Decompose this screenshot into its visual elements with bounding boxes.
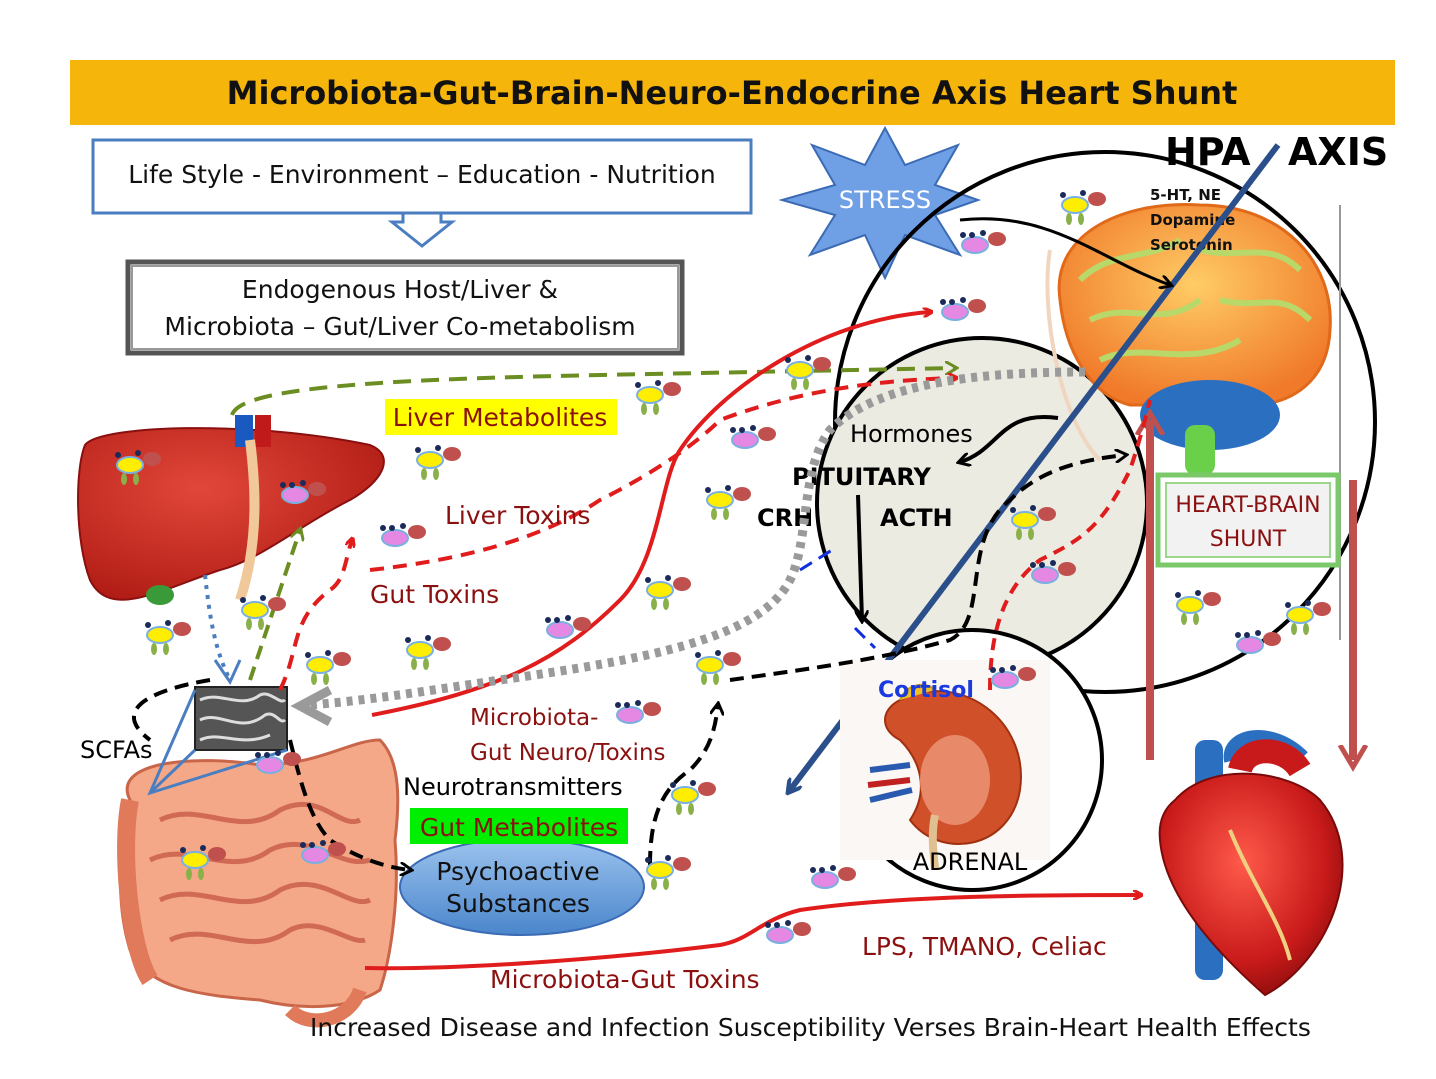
gut-toxins-label: Gut Toxins (370, 580, 499, 609)
psychoactive-substances-ellipse (399, 838, 645, 936)
microbiota-neuro-toxins-arrow (371, 312, 930, 717)
brain-label-5ht: 5-HT, NE (1150, 186, 1221, 204)
psychoactive-line2: Substances (446, 889, 590, 918)
cometabolism-box (125, 259, 685, 356)
hormones-label: Hormones (850, 420, 973, 448)
brain-label-serotonin: Serotonin (1150, 236, 1233, 254)
brain-to-gut-dotted-arrow (309, 367, 1086, 710)
hpa-circle (833, 150, 1377, 694)
diagram-title: Microbiota-Gut-Brain-Neuro-Endocrine Axi… (227, 74, 1238, 112)
cortisol-label: Cortisol (878, 678, 974, 703)
neurotransmitters-label: Neurotransmitters (403, 773, 623, 801)
liver-to-brain-arrow (230, 368, 955, 416)
lps-label: LPS, TMANO, Celiac (862, 932, 1107, 961)
hpa-label: HPA (1165, 130, 1251, 174)
acth-label: ACTH (880, 504, 953, 532)
gut-metabolites-label: Gut Metabolites (420, 813, 618, 842)
microbiota-neuro-toxins-line2: Gut Neuro/Toxins (470, 740, 666, 766)
stress-label: STRESS (839, 186, 931, 214)
lifestyle-text: Life Style - Environment – Education - N… (128, 160, 716, 189)
liver-toxins-label: Liver Toxins (445, 501, 590, 530)
scfas-label: SCFAs (80, 736, 153, 764)
heart-illustration (1158, 730, 1344, 997)
microbiota-gut-toxins-label: Microbiota-Gut Toxins (490, 965, 760, 994)
cometabolism-line2: Microbiota – Gut/Liver Co-metabolism (164, 312, 635, 341)
cometabolism-line1: Endogenous Host/Liver & (242, 275, 558, 304)
brain-label-dopamine: Dopamine (1150, 211, 1235, 229)
footer-caption: Increased Disease and Infection Suscepti… (310, 1013, 1311, 1042)
adrenal-label: ADRENAL (913, 848, 1028, 876)
liver-metabolites-label: Liver Metabolites (393, 403, 608, 432)
liver-illustration (77, 415, 385, 605)
stress-starburst (778, 125, 982, 281)
heart-brain-shunt-line2: SHUNT (1210, 527, 1287, 552)
microbiota-neuro-toxins-line1: Microbiota- (470, 705, 598, 731)
gut-toxins-arrow (278, 540, 352, 691)
axis-label: AXIS (1288, 130, 1388, 174)
psychoactive-line1: Psychoactive (436, 857, 599, 886)
heart-brain-shunt-line1: HEART-BRAIN (1175, 493, 1320, 518)
title-bar (70, 60, 1395, 125)
microbiota-gut-toxins-arrow (364, 895, 1140, 971)
lifestyle-box (91, 138, 753, 215)
kidney-illustration (840, 660, 1050, 871)
down-arrow-icon (387, 211, 457, 248)
brain-illustration (1045, 202, 1332, 475)
